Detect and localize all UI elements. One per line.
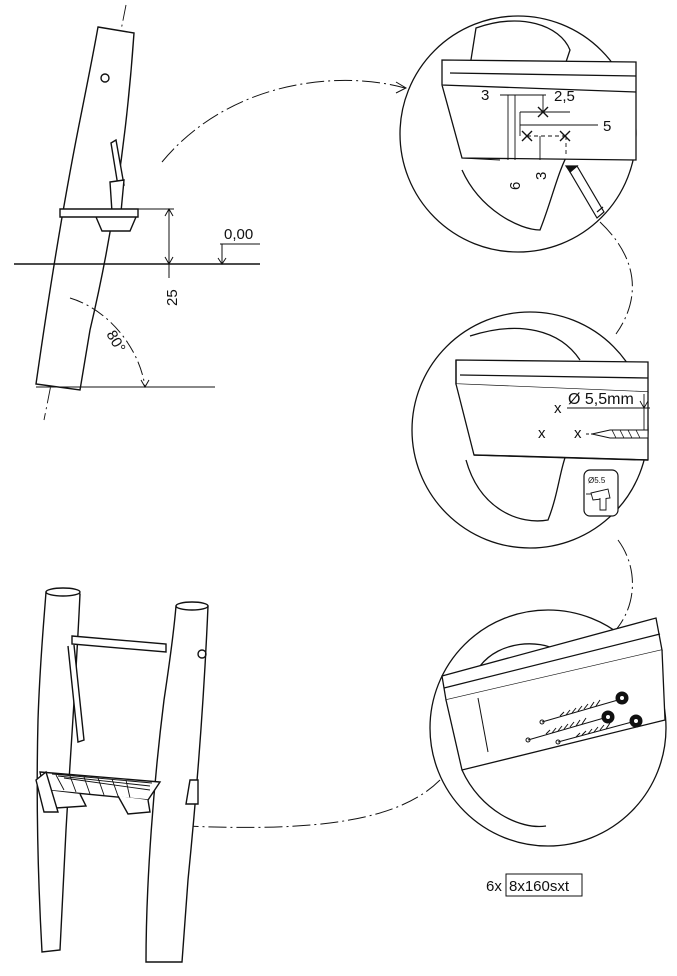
beam-detail-1 [441, 59, 637, 161]
drill-badge-label: Ø5.5 [588, 476, 606, 485]
drill-mark-2: x [538, 425, 546, 442]
pencil-icon [564, 165, 605, 219]
left-post [36, 588, 81, 953]
handrail [71, 635, 167, 653]
dim-3-side: 3 [533, 172, 550, 180]
dim-6: 6 [507, 182, 524, 190]
detail-marking [399, 15, 637, 335]
drill-icon [583, 469, 619, 517]
detail-drilling-labels: x x x Ø 5,5mm Ø5.5 [538, 391, 634, 485]
drill-mark-3: x [574, 425, 582, 442]
dim-2-5: 2,5 [554, 88, 575, 105]
detail-drilling [411, 311, 650, 635]
detail-screws [185, 609, 667, 847]
dim-3-top: 3 [481, 87, 489, 104]
frame-view [35, 587, 209, 963]
screw-code-box [505, 873, 583, 897]
drill-mark-1: x [554, 400, 562, 417]
dim-5: 5 [603, 118, 611, 135]
bolt-hole [100, 73, 110, 83]
level-label: 0,00 [224, 226, 253, 243]
detail-marking-labels: 3 2,5 5 6 3 [481, 87, 611, 190]
side-view-labels: 0,00 25 80° [103, 226, 254, 356]
screw-code: 8x160sxt [509, 878, 570, 895]
screw-icon [525, 691, 643, 745]
screw-quantity: 6x [486, 878, 502, 895]
side-view [14, 4, 408, 421]
height-label: 25 [164, 289, 181, 306]
angle-label: 80° [103, 328, 129, 356]
step-side-view [59, 208, 139, 232]
diameter-label: Ø 5,5mm [568, 391, 634, 408]
screw-spec: 6x 8x160sxt [486, 873, 583, 897]
